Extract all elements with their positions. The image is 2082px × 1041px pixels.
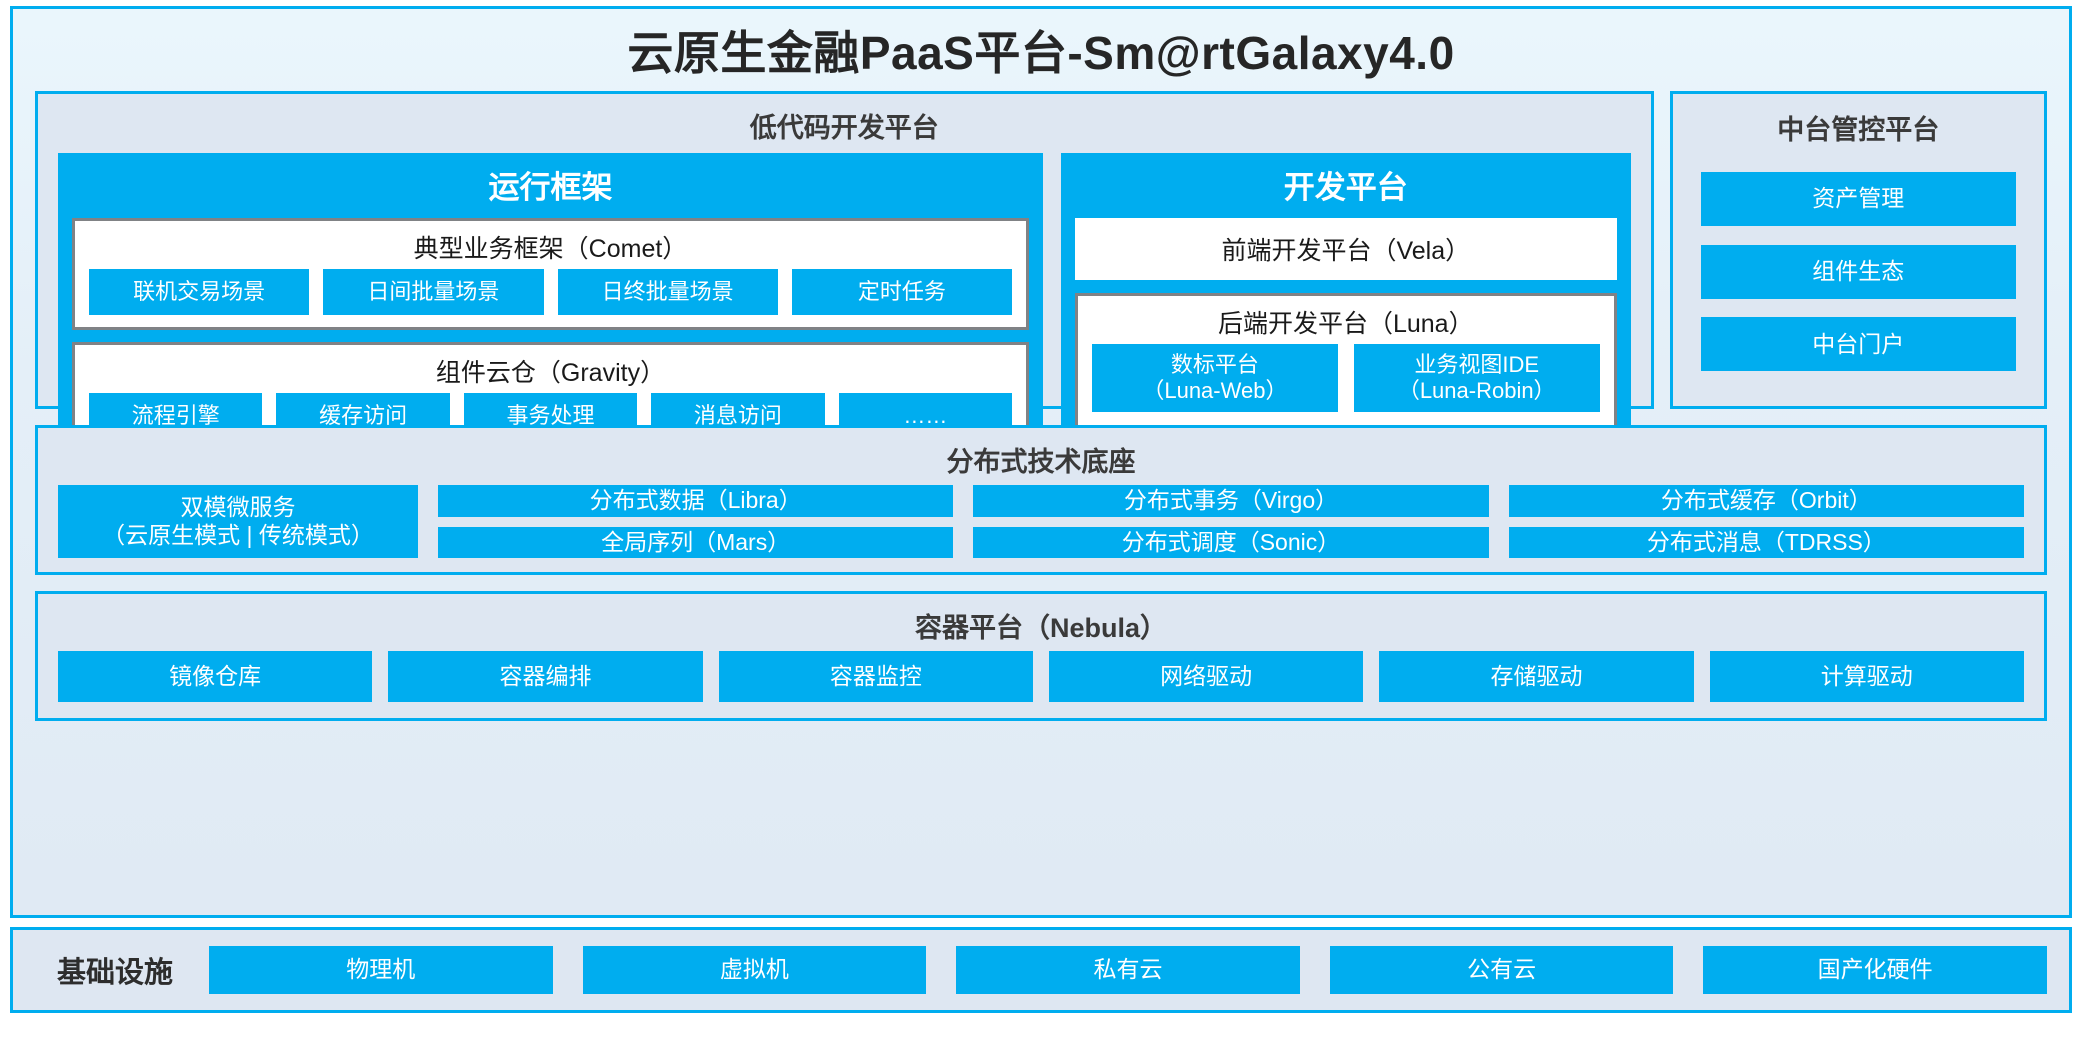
comet-item[interactable]: 定时任务 (791, 269, 1012, 315)
tech-base-body: 双模微服务 （云原生模式 | 传统模式） 分布式数据（Libra） 全局序列（M… (38, 479, 2044, 572)
row-lowcode-and-management: 低代码开发平台 运行框架 典型业务框架（Comet） 联机交易场景 日间批量场景… (35, 91, 2047, 468)
tech-base-column-3: 分布式缓存（Orbit） 分布式消息（TDRSS） (1508, 485, 2024, 558)
infra-item-virtual-machine[interactable]: 虚拟机 (582, 946, 927, 994)
container-platform-items: 镜像仓库 容器编排 容器监控 网络驱动 存储驱动 计算驱动 (38, 645, 2044, 718)
container-platform-title: 容器平台（Nebula） (914, 613, 1168, 643)
comet-item[interactable]: 日间批量场景 (323, 269, 544, 315)
management-platform-title: 中台管控平台 (1777, 115, 1940, 145)
backend-dev-platform-items: 数标平台 （Luna-Web） 业务视图IDE （Luna-Robin） (1092, 344, 1600, 412)
comet-box: 典型业务框架（Comet） 联机交易场景 日间批量场景 日终批量场景 定时任务 (72, 218, 1029, 330)
tech-item-mars[interactable]: 全局序列（Mars） (438, 526, 954, 558)
management-item-component[interactable]: 组件生态 (1700, 244, 2016, 299)
lowcode-platform-title: 低代码开发平台 (749, 113, 939, 143)
tech-item-sonic[interactable]: 分布式调度（Sonic） (973, 526, 1489, 558)
comet-item[interactable]: 日终批量场景 (557, 269, 778, 315)
backend-dev-platform-box: 后端开发平台（Luna） 数标平台 （Luna-Web） 业务视图IDE （Lu… (1075, 293, 1617, 429)
tech-base-column-2: 分布式事务（Virgo） 分布式调度（Sonic） (973, 485, 1489, 558)
lowcode-platform-body: 运行框架 典型业务框架（Comet） 联机交易场景 日间批量场景 日终批量场景 … (38, 145, 1651, 486)
management-platform-items: 资产管理 组件生态 中台门户 (1700, 149, 2016, 406)
runtime-framework-title: 运行框架 (488, 170, 613, 205)
backend-dev-platform-title: 后端开发平台（Luna） (1217, 310, 1474, 338)
container-item-image-repo[interactable]: 镜像仓库 (58, 651, 373, 702)
comet-items: 联机交易场景 日间批量场景 日终批量场景 定时任务 (85, 269, 1016, 315)
management-item-portal[interactable]: 中台门户 (1700, 317, 2016, 372)
luna-web-item[interactable]: 数标平台 （Luna-Web） (1092, 344, 1338, 412)
container-item-compute-driver[interactable]: 计算驱动 (1709, 651, 2024, 702)
dev-platform-panel: 开发平台 前端开发平台（Vela） 后端开发平台（Luna） 数标平台 （Lun… (1061, 153, 1631, 468)
luna-robin-item[interactable]: 业务视图IDE （Luna-Robin） (1353, 344, 1600, 412)
container-item-orchestration[interactable]: 容器编排 (388, 651, 703, 702)
tech-base-title: 分布式技术底座 (946, 447, 1136, 477)
management-platform-panel: 中台管控平台 资产管理 组件生态 中台门户 (1669, 91, 2047, 409)
infra-item-public-cloud[interactable]: 公有云 (1329, 946, 1674, 994)
container-item-storage-driver[interactable]: 存储驱动 (1379, 651, 1694, 702)
comet-item[interactable]: 联机交易场景 (89, 269, 310, 315)
tech-item-virgo[interactable]: 分布式事务（Virgo） (973, 485, 1489, 517)
infrastructure-label: 基础设施 (57, 957, 174, 989)
runtime-framework-panel: 运行框架 典型业务框架（Comet） 联机交易场景 日间批量场景 日终批量场景 … (58, 153, 1043, 468)
container-item-monitoring[interactable]: 容器监控 (718, 651, 1033, 702)
tech-base-panel: 分布式技术底座 双模微服务 （云原生模式 | 传统模式） 分布式数据（Libra… (35, 425, 2047, 575)
tech-item-libra[interactable]: 分布式数据（Libra） (438, 485, 954, 517)
tech-base-column-1: 分布式数据（Libra） 全局序列（Mars） (438, 485, 954, 558)
dev-platform-title: 开发平台 (1283, 170, 1408, 205)
container-platform-panel: 容器平台（Nebula） 镜像仓库 容器编排 容器监控 网络驱动 存储驱动 计算… (35, 591, 2047, 721)
tech-item-orbit[interactable]: 分布式缓存（Orbit） (1508, 485, 2024, 517)
gravity-title: 组件云仓（Gravity） (435, 359, 666, 387)
dual-mode-microservice[interactable]: 双模微服务 （云原生模式 | 传统模式） (58, 485, 418, 558)
infra-item-physical-machine[interactable]: 物理机 (209, 946, 553, 994)
infrastructure-bar: 基础设施 物理机 虚拟机 私有云 公有云 国产化硬件 (10, 927, 2072, 1013)
page-title: 云原生金融PaaS平台-Sm@rtGalaxy4.0 (627, 27, 1455, 79)
container-item-network-driver[interactable]: 网络驱动 (1048, 651, 1364, 702)
comet-title: 典型业务框架（Comet） (413, 235, 688, 263)
frontend-dev-platform[interactable]: 前端开发平台（Vela） (1075, 218, 1617, 280)
platform-card: 云原生金融PaaS平台-Sm@rtGalaxy4.0 低代码开发平台 运行框架 … (10, 6, 2072, 918)
page-title-bar: 云原生金融PaaS平台-Sm@rtGalaxy4.0 (35, 9, 2047, 91)
gravity-items: 流程引擎 缓存访问 事务处理 消息访问 …… (85, 393, 1016, 439)
infrastructure-items: 物理机 虚拟机 私有云 公有云 国产化硬件 (209, 946, 2047, 994)
infra-item-private-cloud[interactable]: 私有云 (956, 946, 1300, 994)
management-item-asset[interactable]: 资产管理 (1700, 171, 2016, 226)
lowcode-platform-panel: 低代码开发平台 运行框架 典型业务框架（Comet） 联机交易场景 日间批量场景… (35, 91, 1654, 468)
infra-item-domestic-hardware[interactable]: 国产化硬件 (1703, 946, 2047, 994)
tech-item-tdrss[interactable]: 分布式消息（TDRSS） (1508, 526, 2024, 558)
